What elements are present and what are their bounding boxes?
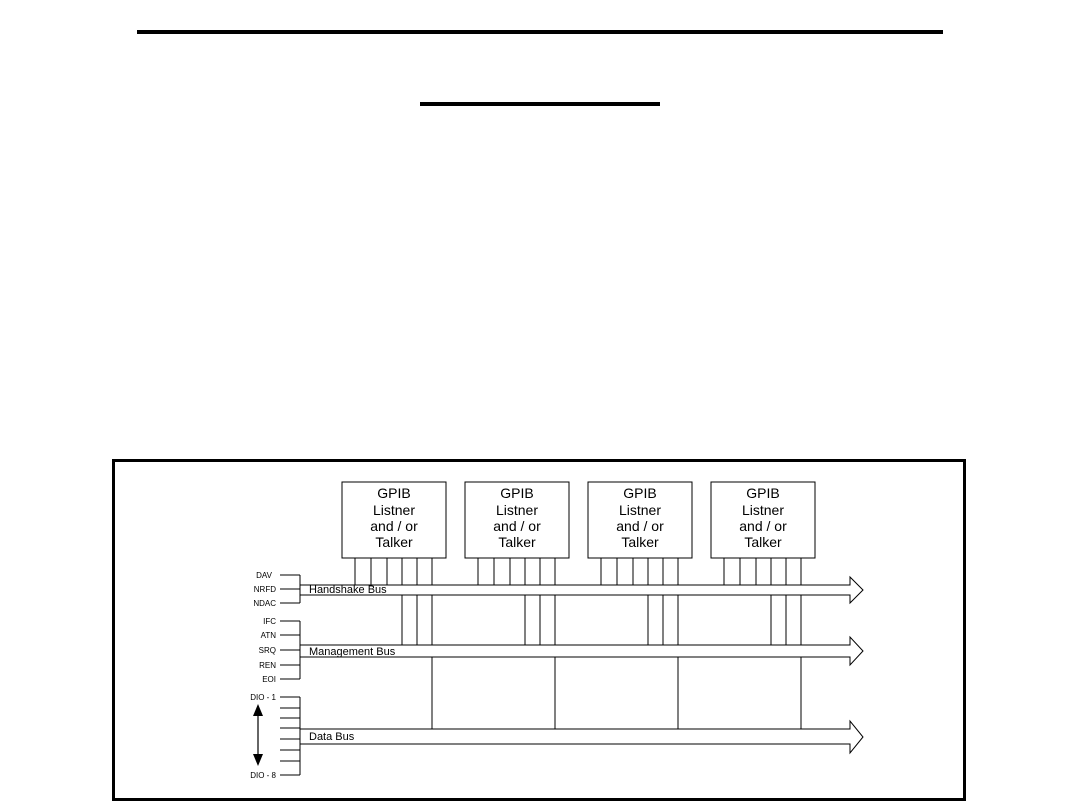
device-4-line-2: Listner <box>742 502 784 518</box>
device-2-line-1: GPIB <box>500 485 533 501</box>
signal-ndac: NDAC <box>253 599 276 608</box>
device-1-line-4: Talker <box>375 534 413 550</box>
device-1-line-1: GPIB <box>377 485 410 501</box>
connection-lines <box>354 558 802 729</box>
management-bus-arrow <box>299 635 864 667</box>
signal-atn: ATN <box>261 631 277 640</box>
handshake-bus-arrow <box>299 575 864 605</box>
signal-ifc: IFC <box>263 617 276 626</box>
data-bus-label: Data Bus <box>309 731 355 743</box>
dio-range-arrow <box>253 704 263 766</box>
signal-eoi: EOI <box>262 675 276 684</box>
device-2-line-4: Talker <box>498 534 536 550</box>
data-bus-arrow <box>299 719 864 755</box>
signal-nrfd: NRFD <box>254 585 276 594</box>
management-bus-label: Management Bus <box>309 646 396 658</box>
device-1-line-3: and / or <box>370 518 418 534</box>
device-3-line-4: Talker <box>621 534 659 550</box>
signal-srq: SRQ <box>259 646 276 655</box>
signal-dio-1: DIO - 1 <box>250 693 276 702</box>
device-2-line-3: and / or <box>493 518 541 534</box>
signal-dio-8: DIO - 8 <box>250 771 276 780</box>
signal-stubs <box>280 574 301 776</box>
device-box-1: GPIB Listner and / or Talker <box>341 481 447 559</box>
device-1-line-2: Listner <box>373 502 415 518</box>
device-4-line-3: and / or <box>739 518 787 534</box>
device-4-line-1: GPIB <box>746 485 779 501</box>
signal-ren: REN <box>259 661 276 670</box>
device-3-line-1: GPIB <box>623 485 656 501</box>
signal-dav: DAV <box>256 571 273 580</box>
diagram-frame <box>112 459 966 801</box>
device-3-line-3: and / or <box>616 518 664 534</box>
device-3-line-2: Listner <box>619 502 661 518</box>
device-2-line-2: Listner <box>496 502 538 518</box>
device-box-2: GPIB Listner and / or Talker <box>464 481 570 559</box>
handshake-bus-label: Handshake Bus <box>309 584 387 596</box>
device-4-line-4: Talker <box>744 534 782 550</box>
device-box-4: GPIB Listner and / or Talker <box>710 481 816 559</box>
top-rule <box>137 30 943 34</box>
title-underline <box>420 102 660 106</box>
device-box-3: GPIB Listner and / or Talker <box>587 481 693 559</box>
